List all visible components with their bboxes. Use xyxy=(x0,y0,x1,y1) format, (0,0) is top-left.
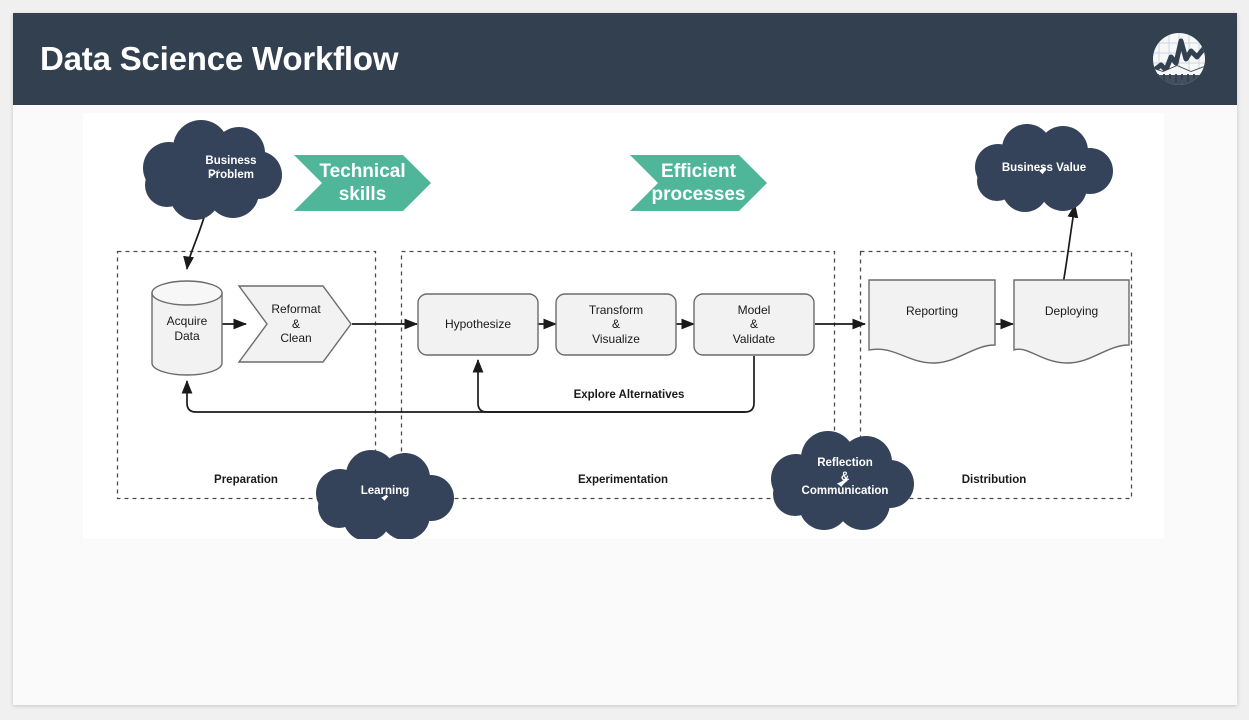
node-reformat-clean xyxy=(237,285,352,363)
edge-model-to-acquire xyxy=(181,379,745,413)
node-model-validate xyxy=(693,293,815,356)
page-title: Data Science Workflow xyxy=(40,40,399,77)
diagram-card: Technical skills Efficient processes Bus… xyxy=(83,113,1164,539)
line-chart-circle-logo-icon xyxy=(1147,27,1211,91)
band-efficient-processes xyxy=(630,155,767,211)
cloud-learning xyxy=(316,450,454,539)
zone-experimentation xyxy=(400,250,836,500)
header-bar: Data Science Workflow xyxy=(13,13,1237,105)
cloud-reflection-communication xyxy=(771,431,914,530)
zone-preparation xyxy=(116,250,377,500)
node-acquire-data xyxy=(151,280,223,376)
cloud-business-value xyxy=(975,124,1113,212)
zone-distribution xyxy=(859,250,1133,500)
diagram-vector-layer xyxy=(116,120,1133,539)
node-transform-visualize xyxy=(555,293,677,356)
band-technical-skills xyxy=(294,155,431,211)
node-reporting xyxy=(868,279,996,364)
edge-deploying-to-value xyxy=(1061,203,1079,291)
node-hypothesize xyxy=(417,293,539,356)
workflow-diagram: Technical skills Efficient processes Bus… xyxy=(83,113,1164,539)
node-deploying xyxy=(1013,279,1130,364)
cloud-business-problem xyxy=(143,120,282,220)
edge-explore-alternatives xyxy=(472,356,755,413)
